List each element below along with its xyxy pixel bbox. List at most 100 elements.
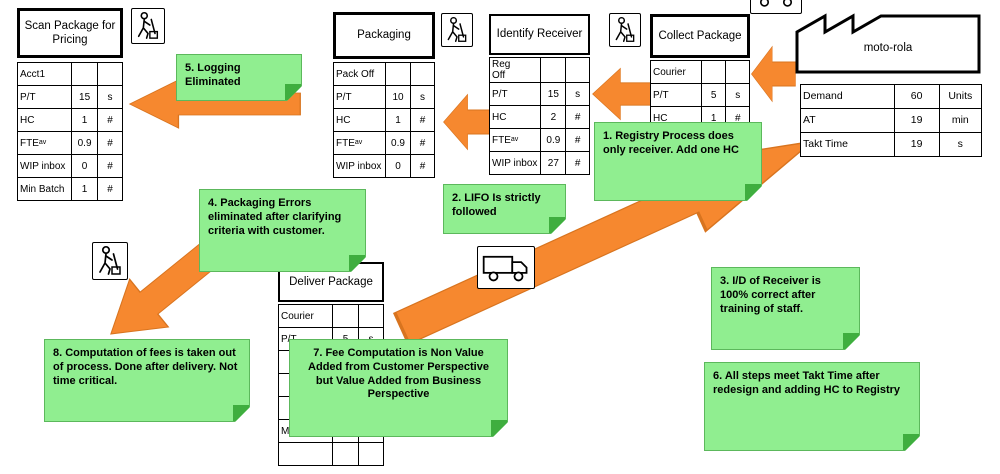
table-cell: # (107, 183, 113, 195)
table-cell: s (420, 91, 425, 103)
process-title: Scan Package for Pricing (24, 19, 116, 46)
table-cell (566, 58, 589, 82)
table-cell (702, 61, 727, 83)
table-row: Reg Off (490, 58, 589, 83)
table-cell: 0.9 (72, 132, 99, 154)
table-cell: # (574, 157, 581, 169)
table-cell: Min Batch (18, 178, 73, 200)
table-cell (359, 305, 383, 327)
table-cell (98, 63, 122, 85)
table-cell: HC (18, 109, 73, 131)
courier-walk-icon-3 (609, 13, 641, 47)
table-cell: P/T (490, 83, 542, 105)
label-subscript: av (354, 139, 363, 147)
table-cell: 19 (895, 133, 940, 156)
process-box-identify-receiver: Identify Receiver (489, 14, 590, 55)
courier-walk-icon-4 (92, 242, 128, 280)
table-cell: 1 (702, 107, 727, 129)
factory-icon (795, 13, 981, 74)
courier-walk-icon-1 (131, 8, 165, 44)
label-subscript: av (38, 139, 47, 147)
label-subscript: av (510, 136, 519, 144)
table-cell: HC (490, 106, 542, 128)
table-cell: AT (801, 109, 895, 132)
block-arrow-to-packaging (443, 93, 495, 151)
table-cell: # (107, 160, 113, 172)
table-cell: 60 (895, 85, 940, 108)
table-cell: 10 (386, 86, 411, 108)
supplier-name: moto-rola (863, 42, 913, 54)
courier-icon (99, 245, 121, 275)
table-cell: Takt Time (801, 133, 895, 156)
table-cell: Reg Off (490, 58, 542, 82)
table-cell: HC (334, 109, 386, 131)
table-cell: WIP inbox (490, 152, 542, 174)
table-cell (541, 58, 567, 82)
table-cell (279, 443, 334, 465)
table-cell: 2 (541, 106, 567, 128)
table-row: Courier (651, 61, 749, 84)
table-cell: P/T (18, 86, 73, 108)
table-row (279, 443, 383, 465)
table-cell: s (957, 137, 963, 150)
process-title: Collect Package (658, 29, 742, 42)
table-cell: WIP inbox (334, 155, 386, 177)
courier-icon (615, 16, 635, 43)
kaizen-note-1: 1. Registry Process does only receiver. … (594, 122, 762, 201)
table-cell: 0 (386, 155, 411, 177)
table-cell: # (734, 112, 741, 124)
process-title: Deliver Package (289, 275, 373, 288)
kaizen-note-7: 7. Fee Computation is Non Value Added fr… (289, 339, 508, 437)
table-cell: # (574, 111, 581, 123)
table-cell: Demand (801, 85, 895, 108)
table-cell: 0 (72, 155, 99, 177)
supplier-factory: moto-rola (793, 8, 983, 76)
table-cell: 1 (72, 178, 99, 200)
process-box-scan: Scan Package for Pricing (17, 8, 123, 58)
table-cell: min (951, 113, 969, 126)
table-cell (333, 443, 360, 465)
table-cell: Courier (651, 61, 702, 83)
table-cell: # (419, 114, 426, 126)
table-cell: # (419, 137, 426, 149)
table-cell: 1 (72, 109, 99, 131)
table-cell: 5 (702, 84, 727, 106)
table-cell: Units (948, 89, 973, 102)
process-box-packaging: Packaging (333, 12, 435, 59)
table-cell (386, 63, 411, 85)
kaizen-note-4: 4. Packaging Errors eliminated after cla… (199, 189, 366, 272)
table-cell: Acct1 (18, 63, 73, 85)
table-cell: WIP inbox (18, 155, 73, 177)
kaizen-note-5: 5. Logging Eliminated (176, 54, 302, 101)
truck-icon (482, 255, 528, 282)
kaizen-note-6: 6. All steps meet Takt Time after redesi… (704, 362, 920, 451)
process-box-collect-package: Collect Package (650, 14, 750, 58)
courier-walk-icon-2 (441, 13, 473, 47)
kaizen-note-2: 2. LIFO Is strictly followed (443, 184, 566, 234)
process-title: Identify Receiver (496, 28, 583, 41)
block-arrow-to-identify (592, 67, 652, 121)
table-cell: 15 (72, 86, 99, 108)
table-cell: s (107, 91, 113, 103)
